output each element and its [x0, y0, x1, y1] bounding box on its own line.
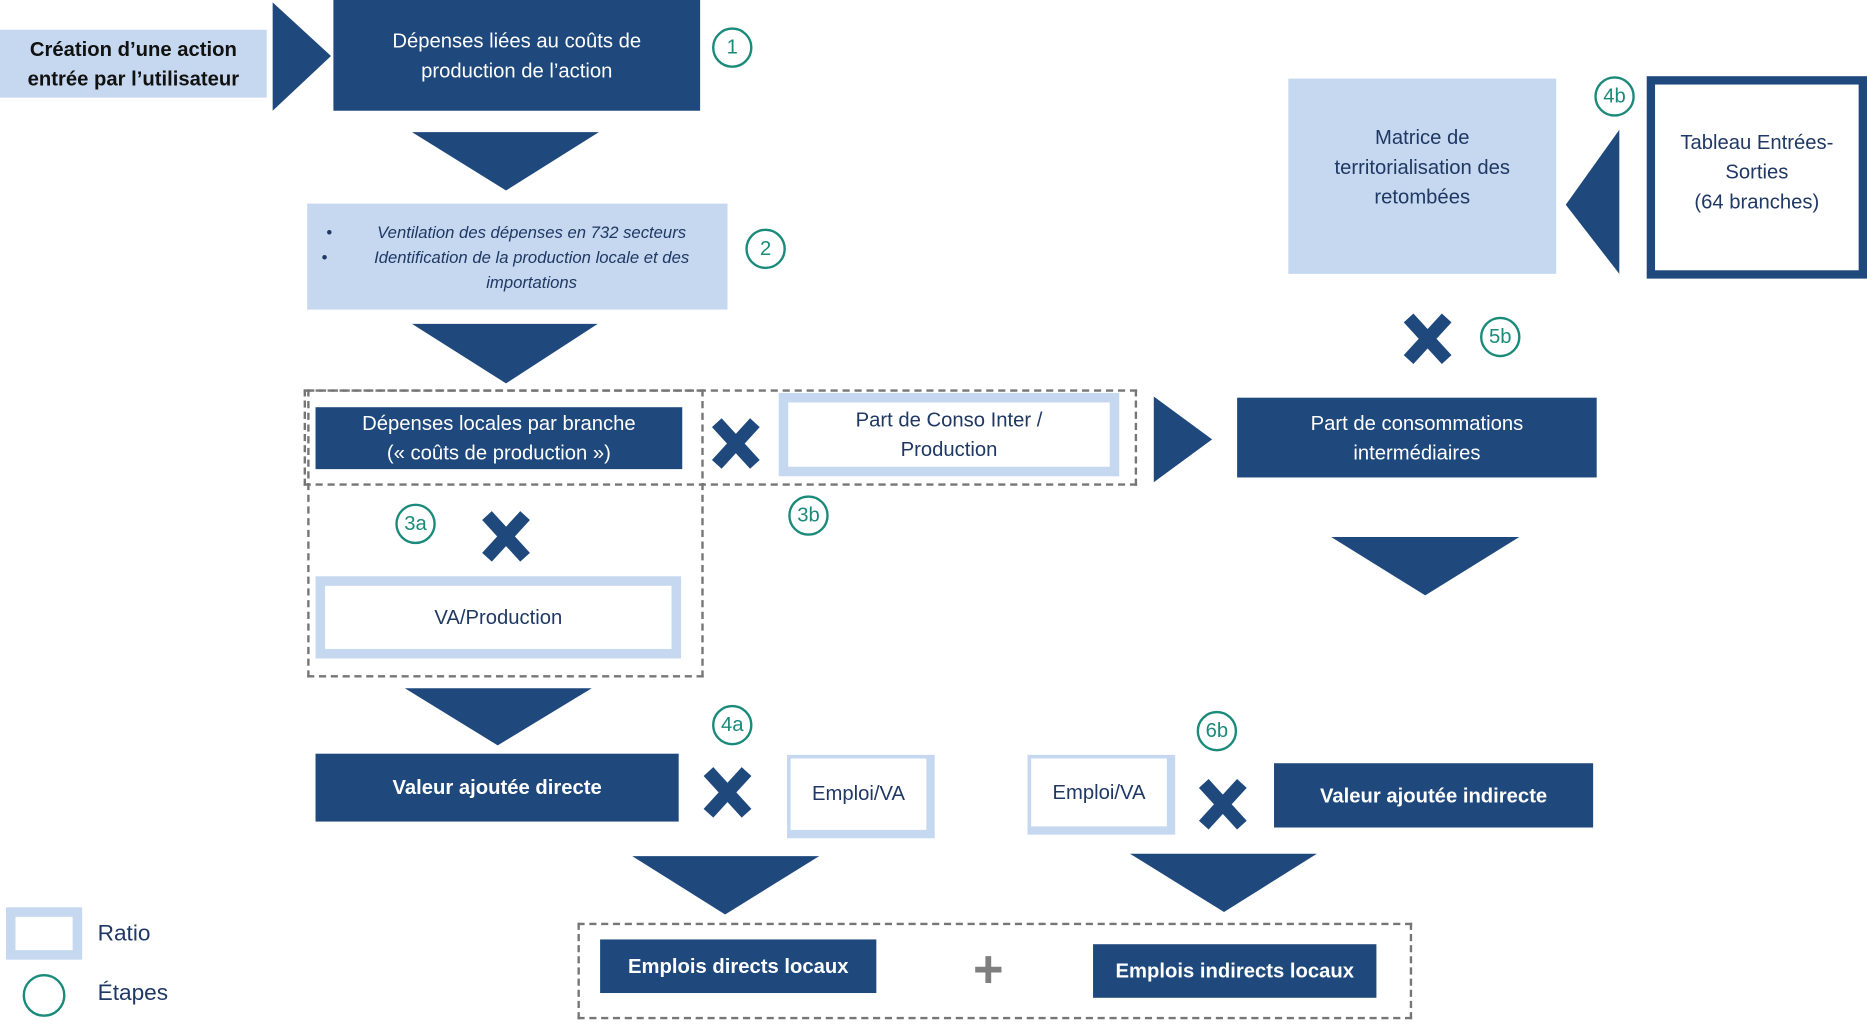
step-marker-3a: 3a [395, 503, 436, 545]
multiply-icon [1403, 313, 1452, 365]
indirect-va-box: Valeur ajoutée indirecte [1274, 763, 1594, 828]
indirect-jobs-box: Emplois indirects locaux [1093, 944, 1377, 998]
step2-box: •Ventilation des dépenses en 732 secteur… [307, 203, 728, 310]
legend-ratio-label: Ratio [97, 921, 151, 947]
arrow-left-icon [1565, 129, 1620, 274]
legend-steps-label: Étapes [97, 981, 169, 1007]
step-marker-3b: 3b [788, 495, 829, 536]
multiply-icon [482, 511, 530, 562]
multiply-icon [711, 418, 760, 469]
step-marker-4a: 4a [712, 704, 753, 746]
va-ratio-box: VA/Production [315, 576, 682, 659]
legend-step-swatch [22, 973, 66, 1017]
emploi-va-ratio-right: Emploi/VA [1027, 754, 1176, 835]
step1-box: Dépenses liées au coûts de production de… [333, 0, 701, 111]
group-spending-row [303, 389, 1138, 486]
multiply-icon [703, 767, 752, 818]
arrow-right-icon [272, 2, 332, 111]
io-table-box: Tableau Entrées-Sorties(64 branches) [1646, 76, 1867, 279]
legend-ratio-swatch [5, 907, 83, 960]
arrow-down-icon [1331, 536, 1520, 596]
bullet-item: •Ventilation des dépenses en 732 secteur… [326, 222, 687, 242]
plus-icon: + [972, 940, 1004, 999]
step-marker-2: 2 [745, 228, 786, 270]
arrow-down-icon [411, 323, 598, 384]
bullet-item: •Identification de la production locale … [321, 247, 690, 292]
start-box: Création d’une action entrée par l’utili… [0, 29, 267, 98]
direct-va-box: Valeur ajoutée directe [315, 753, 679, 822]
arrow-down-icon [632, 856, 820, 915]
direct-jobs-box: Emplois directs locaux [600, 939, 877, 994]
arrow-down-icon [1129, 853, 1317, 913]
arrow-right-icon [1153, 396, 1213, 483]
step-marker-5b: 5b [1480, 316, 1521, 358]
step-marker-1: 1 [712, 27, 753, 68]
step-marker-4b: 4b [1594, 76, 1635, 117]
group-jobs-total [577, 922, 1413, 1020]
conso-ratio-box: Part de Conso Inter /Production [778, 392, 1120, 477]
multiply-icon [1198, 779, 1247, 830]
local-spending-box: Dépenses locales par branche(« coûts de … [315, 407, 683, 470]
arrow-down-icon [411, 132, 599, 191]
emploi-va-ratio-left: Emploi/VA [787, 754, 935, 839]
arrow-down-icon [404, 688, 592, 746]
step-marker-6b: 6b [1196, 710, 1238, 752]
